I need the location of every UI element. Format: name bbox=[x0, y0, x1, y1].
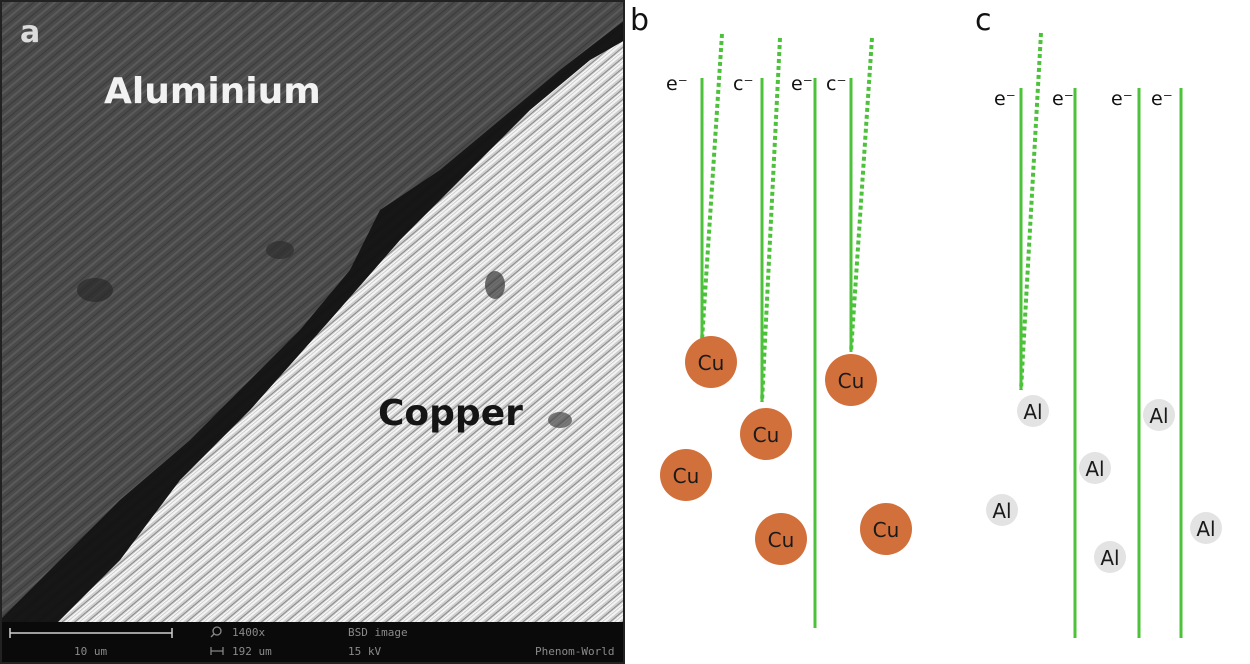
field-width-text: 192 um bbox=[232, 645, 272, 658]
electron-label: e⁻ bbox=[1052, 88, 1074, 110]
scale-bar bbox=[9, 628, 173, 638]
svg-text:Cu: Cu bbox=[873, 518, 900, 542]
magnification-text: 1400x bbox=[232, 626, 265, 639]
electron-line bbox=[849, 37, 874, 353]
panel-b-label: b bbox=[630, 3, 649, 38]
copper-atom: Cu bbox=[740, 408, 792, 460]
electron-schematic: b c e⁻ c⁻ e⁻ c⁻ Cu Cu C bbox=[630, 3, 1222, 638]
svg-text:Al: Al bbox=[992, 499, 1011, 523]
copper-atom: Cu bbox=[860, 503, 912, 555]
copper-atom: Cu bbox=[685, 336, 737, 388]
aluminium-atom: Al bbox=[1190, 512, 1222, 544]
aluminium-atom: Al bbox=[1094, 541, 1126, 573]
electron-label: c⁻ bbox=[826, 73, 846, 95]
svg-text:Al: Al bbox=[1100, 546, 1119, 570]
aluminium-atom: Al bbox=[1079, 452, 1111, 484]
copper-atom: Cu bbox=[825, 354, 877, 406]
copper-atom: Cu bbox=[660, 449, 712, 501]
copper-label: Copper bbox=[378, 393, 523, 434]
svg-text:Cu: Cu bbox=[673, 464, 700, 488]
aluminium-atom: Al bbox=[1017, 395, 1049, 427]
electron-label: e⁻ bbox=[1111, 88, 1133, 110]
mode-text: 15 kV bbox=[348, 645, 381, 658]
svg-text:Al: Al bbox=[1023, 400, 1042, 424]
svg-text:Al: Al bbox=[1196, 517, 1215, 541]
electron-label: e⁻ bbox=[1151, 88, 1173, 110]
svg-text:Cu: Cu bbox=[698, 351, 725, 375]
aluminium-atom: Al bbox=[1143, 399, 1175, 431]
panel-c-aluminium: e⁻ e⁻ e⁻ e⁻ Al Al Al Al Al Al bbox=[986, 32, 1222, 638]
aluminium-atom: Al bbox=[986, 494, 1018, 526]
electron-label: e⁻ bbox=[994, 88, 1016, 110]
panel-b-copper: e⁻ c⁻ e⁻ c⁻ Cu Cu Cu Cu Cu Cu bbox=[660, 33, 912, 628]
electron-line bbox=[700, 33, 724, 341]
panel-c-label: c bbox=[975, 3, 992, 38]
field-width-icon bbox=[210, 647, 224, 655]
svg-text:Cu: Cu bbox=[768, 528, 795, 552]
svg-text:Cu: Cu bbox=[753, 423, 780, 447]
electron-line bbox=[760, 37, 782, 403]
interface-boundary bbox=[2, 21, 623, 659]
detector-text: BSD image bbox=[348, 626, 408, 639]
sem-info-bar bbox=[2, 622, 623, 662]
svg-text:Al: Al bbox=[1085, 457, 1104, 481]
scale-text: 10 um bbox=[74, 645, 107, 658]
electron-label: e⁻ bbox=[666, 73, 688, 95]
magnifier-icon bbox=[210, 626, 222, 638]
svg-text:Cu: Cu bbox=[838, 369, 865, 393]
brand-text: Phenom-World bbox=[535, 645, 614, 658]
electron-line bbox=[1019, 32, 1043, 391]
aluminium-label: Aluminium bbox=[104, 71, 321, 112]
panel-a-label: a bbox=[20, 15, 40, 50]
copper-atom: Cu bbox=[755, 513, 807, 565]
svg-text:Al: Al bbox=[1149, 404, 1168, 428]
electron-label: c⁻ bbox=[733, 73, 753, 95]
sem-micrograph: a Aluminium Copper 10 um 1400x 192 um BS… bbox=[0, 0, 625, 664]
copper-region bbox=[40, 41, 623, 662]
electron-label: e⁻ bbox=[791, 73, 813, 95]
